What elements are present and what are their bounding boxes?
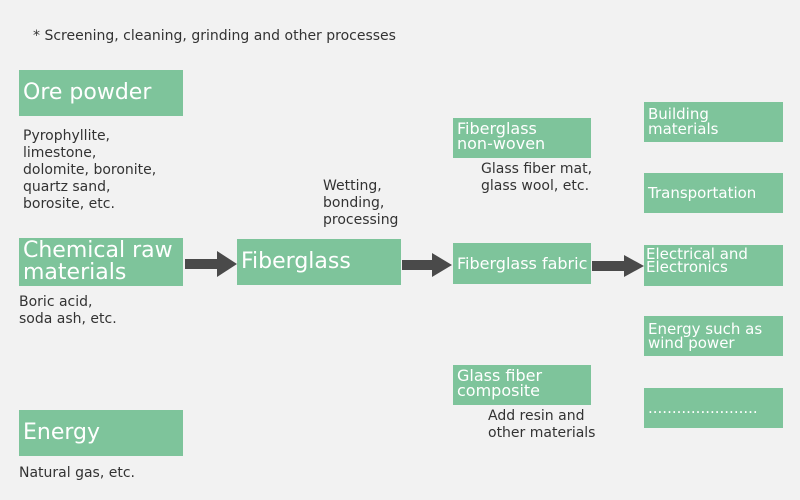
application-wind-energy: Energy such as wind power	[644, 316, 783, 356]
composite-desc: Add resin and other materials	[488, 408, 595, 442]
ore-powder-desc-line: quartz sand,	[23, 179, 111, 195]
chemical-label-line: Chemical raw	[23, 238, 173, 263]
arrow-to-applications	[592, 255, 644, 277]
fabric-label: Fiberglass fabric	[457, 253, 588, 273]
ore-powder-desc-line: Pyrophyllite,	[23, 128, 111, 144]
chemical-label-line: materials	[23, 260, 127, 285]
application-label: Building materials	[648, 105, 719, 138]
arrow-to-fabric	[402, 253, 452, 277]
ore-powder-desc-line: dolomite, boronite,	[23, 162, 157, 178]
process-line: Wetting,	[323, 178, 382, 194]
process-desc: Wetting, bonding, processing	[323, 178, 398, 229]
fiberglass-fabric-box: Fiberglass fabric	[453, 243, 591, 284]
application-label-line: Electronics	[646, 258, 728, 276]
composite-desc-line: Add resin and	[488, 408, 585, 424]
application-label: .......................	[648, 398, 758, 417]
energy-desc: Natural gas, etc.	[19, 465, 135, 481]
nonwoven-desc: Glass fiber mat, glass wool, etc.	[481, 161, 592, 195]
application-label-line: Energy such as	[648, 320, 763, 338]
energy-label: Energy	[23, 420, 101, 445]
ore-powder-label: Ore powder	[23, 80, 152, 105]
composite-label-line: Glass fiber	[457, 366, 543, 385]
nonwoven-desc-line: Glass fiber mat,	[481, 161, 593, 177]
chemical-desc-line: soda ash, etc.	[19, 311, 117, 327]
ore-powder-desc: Pyrophyllite, limestone, dolomite, boron…	[23, 128, 156, 213]
composite-label-line: composite	[457, 381, 541, 400]
fiberglass-box: Fiberglass	[237, 239, 401, 285]
application-label-line: Electrical and	[646, 245, 748, 263]
glass-fiber-composite-box: Glass fiber composite	[453, 365, 591, 405]
chemical-desc: Boric acid, soda ash, etc.	[19, 294, 117, 328]
composite-desc-line: other materials	[488, 425, 596, 441]
nonwoven-desc-line: glass wool, etc.	[481, 178, 590, 194]
chemical-raw-materials-box: Chemical raw materials	[19, 238, 183, 286]
application-electrical-electronics: Electrical and Electronics	[644, 245, 783, 286]
arrow-to-fiberglass	[185, 251, 237, 277]
application-label: Transportation	[648, 183, 757, 202]
fiberglass-label: Fiberglass	[241, 249, 351, 274]
application-transportation: Transportation	[644, 173, 783, 213]
fiberglass-nonwoven-box: Fiberglass non-woven	[453, 118, 591, 158]
process-note: * Screening, cleaning, grinding and othe…	[33, 28, 396, 44]
application-building-materials: Building materials	[644, 102, 783, 142]
ore-powder-desc-line: borosite, etc.	[23, 196, 115, 212]
ore-powder-box: Ore powder	[19, 70, 183, 116]
ore-powder-desc-line: limestone,	[23, 145, 97, 161]
process-line: bonding,	[323, 195, 385, 211]
energy-box: Energy	[19, 410, 183, 456]
application-more: .......................	[644, 388, 783, 428]
application-label-line: wind power	[648, 334, 735, 352]
chemical-desc-line: Boric acid,	[19, 294, 93, 310]
nonwoven-label-line: Fiberglass	[457, 119, 537, 138]
process-line: processing	[323, 212, 399, 228]
nonwoven-label-line: non-woven	[457, 134, 546, 153]
